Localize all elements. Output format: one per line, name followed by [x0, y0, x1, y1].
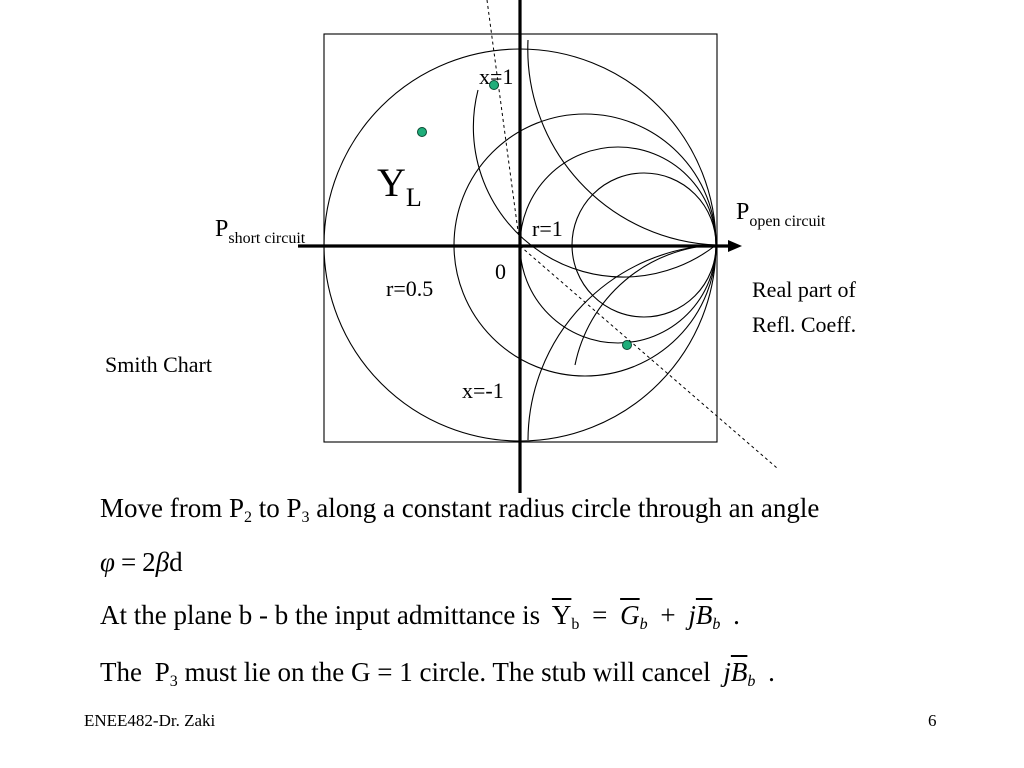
- label-r1: r=1: [532, 216, 563, 241]
- axis-arrow-icon: [728, 240, 742, 252]
- reactance-arc-x-neg: [527, 244, 717, 441]
- label-real-part-line2: Refl. Coeff.: [752, 312, 856, 337]
- point-marker-mid: [417, 127, 427, 137]
- text-line-1: Move from P2 to P3 along a constant radi…: [100, 493, 820, 526]
- label-origin: 0: [495, 259, 506, 284]
- label-real-part-line1: Real part of: [752, 277, 857, 302]
- dashed-line-lower: [519, 245, 778, 469]
- dashed-line-upper: [486, 0, 521, 247]
- reactance-arc-x-pos: [527, 39, 717, 246]
- text-line-4: The P3 must lie on the G = 1 circle. The…: [100, 657, 775, 690]
- text-line-2-formula: φ=2βd: [100, 547, 183, 577]
- label-x-negative: x=-1: [462, 378, 504, 403]
- footer-course-label: ENEE482-Dr. Zaki: [84, 711, 216, 730]
- label-p-short-circuit: Pshort circuit: [215, 216, 306, 247]
- reactance-arc-lower-inner: [574, 244, 717, 366]
- label-yl: YL: [377, 160, 422, 212]
- point-marker-lower: [622, 340, 632, 350]
- label-x-positive: x=1: [479, 64, 513, 89]
- label-r05: r=0.5: [386, 276, 433, 301]
- text-line-3: At the plane b - b the input admittance …: [100, 600, 740, 633]
- footer-page-number: 6: [928, 711, 937, 730]
- reactance-arc-upper-inner: [472, 89, 717, 278]
- point-marker-upper: [489, 80, 499, 90]
- label-smith-chart: Smith Chart: [105, 352, 212, 377]
- label-p-open-circuit: Popen circuit: [736, 199, 826, 230]
